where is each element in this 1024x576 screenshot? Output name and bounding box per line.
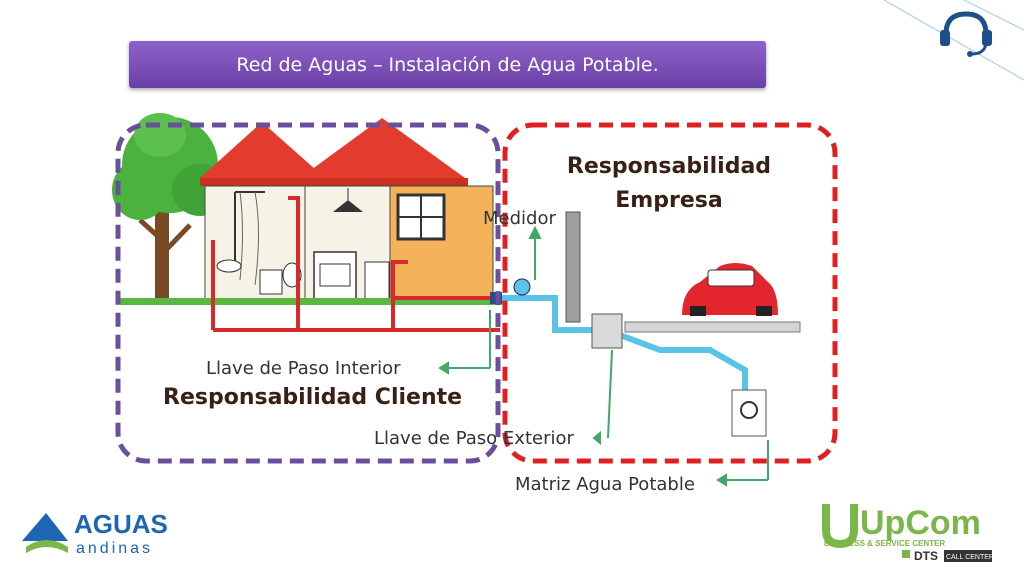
client-zone-border bbox=[115, 122, 501, 464]
label-medidor: Medidor bbox=[483, 208, 556, 229]
label-matriz: Matriz Agua Potable bbox=[515, 474, 695, 495]
car-illustration bbox=[682, 263, 778, 316]
zone-label-empresa-1: Responsabilidad bbox=[567, 154, 771, 179]
upcom-sub: DTS bbox=[914, 549, 938, 563]
interior-pipes bbox=[211, 196, 500, 332]
exterior-pipes bbox=[500, 295, 748, 395]
exterior-valve-box bbox=[591, 313, 623, 349]
page-title-banner: Red de Aguas – Instalación de Agua Potab… bbox=[129, 41, 766, 88]
aguas-andinas-logo: AGUAS andinas bbox=[22, 509, 168, 557]
upcom-logo: UpCom BUSINESS & SERVICE CENTER DTS CALL… bbox=[822, 504, 994, 563]
label-llave-exterior: Llave de Paso Exterior bbox=[374, 428, 574, 449]
meter-wall bbox=[565, 211, 581, 323]
zone-label-empresa-2: Empresa bbox=[615, 188, 722, 213]
page-title: Red de Aguas – Instalación de Agua Potab… bbox=[236, 53, 659, 76]
upcom-tagline: BUSINESS & SERVICE CENTER bbox=[824, 539, 945, 548]
corner-decoration bbox=[883, 0, 1024, 81]
upcom-logo-word: UpCom bbox=[860, 504, 981, 542]
meter-icon bbox=[513, 278, 531, 296]
house-illustration bbox=[120, 118, 505, 305]
zone-label-cliente: Responsabilidad Cliente bbox=[163, 385, 462, 410]
street bbox=[624, 321, 801, 333]
callout-arrows bbox=[438, 225, 769, 487]
headset-icon bbox=[940, 11, 992, 57]
upcom-sub2: CALL CENTER bbox=[946, 554, 994, 561]
main-connection-box bbox=[731, 389, 767, 437]
aguas-logo-word: AGUAS bbox=[74, 509, 168, 539]
company-zone-border bbox=[502, 122, 838, 464]
label-llave-interior: Llave de Paso Interior bbox=[206, 358, 401, 379]
aguas-logo-sub: andinas bbox=[76, 540, 153, 557]
